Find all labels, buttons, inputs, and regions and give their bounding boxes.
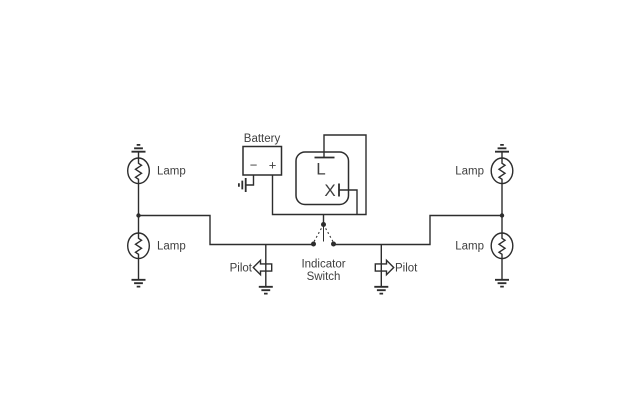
right-lamp-bank: Lamp Lamp bbox=[455, 143, 514, 288]
indicator-switch-label-line1: Indicator bbox=[301, 259, 345, 271]
lamp-label: Lamp bbox=[455, 166, 484, 178]
switch-common-dot bbox=[321, 222, 326, 227]
switch-contact-dot bbox=[311, 241, 316, 247]
ground-icon bbox=[373, 285, 390, 295]
wire-supply-loop bbox=[271, 134, 367, 216]
pilot-arrow-left-icon bbox=[252, 259, 273, 276]
ground-icon bbox=[130, 278, 147, 288]
switch-contact-dot bbox=[331, 241, 336, 247]
wire-battery-negative bbox=[246, 175, 255, 186]
ground-icon bbox=[130, 143, 147, 153]
ground-icon bbox=[494, 143, 510, 153]
indicator-switch: Indicator Switch bbox=[301, 214, 346, 283]
indicator-switch-label-line2: Switch bbox=[307, 271, 341, 283]
lamp-label: Lamp bbox=[157, 241, 186, 253]
battery-negative-terminal: − bbox=[250, 158, 258, 173]
lamp-icon bbox=[490, 232, 514, 260]
wire-x-terminal bbox=[339, 189, 358, 215]
battery: Battery − + bbox=[237, 133, 283, 193]
flasher-relay: L X bbox=[271, 134, 367, 216]
lamp-icon bbox=[126, 157, 151, 185]
lamp-icon bbox=[490, 157, 514, 185]
terminal-l-label: L bbox=[316, 160, 325, 179]
terminal-x-label: X bbox=[324, 181, 335, 200]
ground-icon bbox=[237, 177, 247, 193]
flasher-relay-box bbox=[295, 151, 350, 206]
ground-icon bbox=[494, 278, 510, 288]
lamp-label: Lamp bbox=[157, 166, 186, 178]
battery-box bbox=[242, 145, 283, 176]
left-lamp-bank: Lamp Lamp bbox=[126, 143, 186, 288]
lamp-label: Lamp bbox=[455, 241, 484, 253]
left-pilot: Pilot bbox=[230, 244, 274, 295]
pilot-arrow-right-icon bbox=[374, 259, 395, 276]
switch-throw-left bbox=[313, 224, 324, 243]
right-pilot: Pilot bbox=[373, 244, 418, 295]
ground-icon bbox=[257, 285, 274, 295]
battery-label: Battery bbox=[244, 133, 281, 145]
switch-throw-right bbox=[323, 224, 334, 243]
pilot-label: Pilot bbox=[395, 263, 418, 275]
lamp-icon bbox=[126, 232, 151, 260]
wire-left-branch bbox=[138, 214, 314, 246]
pilot-label: Pilot bbox=[230, 263, 253, 275]
battery-positive-terminal: + bbox=[269, 158, 277, 173]
